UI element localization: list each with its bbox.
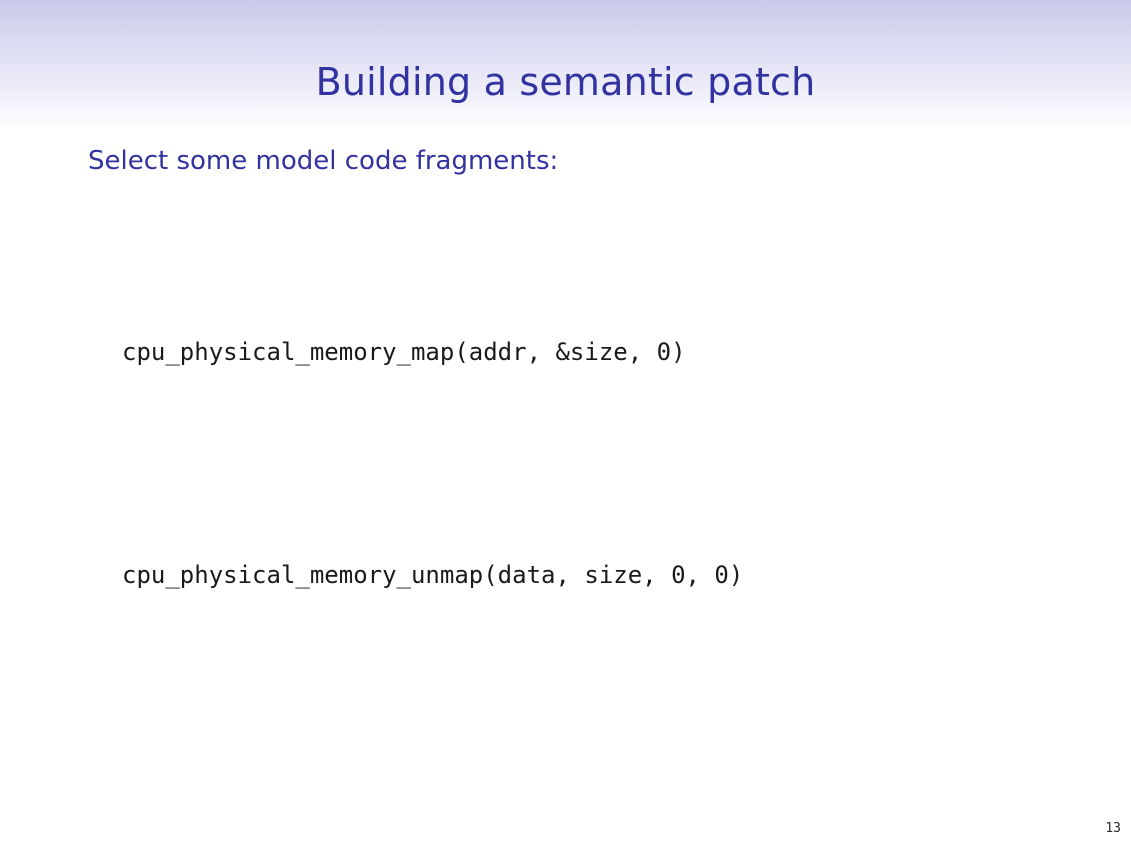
code-fragment-map: cpu_physical_memory_map(addr, &size, 0) — [122, 338, 686, 366]
header-band — [0, 0, 1131, 130]
slide-title: Building a semantic patch — [315, 60, 816, 104]
page-number: 13 — [1105, 821, 1121, 836]
code-fragment-unmap: cpu_physical_memory_unmap(data, size, 0,… — [122, 561, 744, 589]
intro-text: Select some model code fragments: — [88, 146, 559, 176]
